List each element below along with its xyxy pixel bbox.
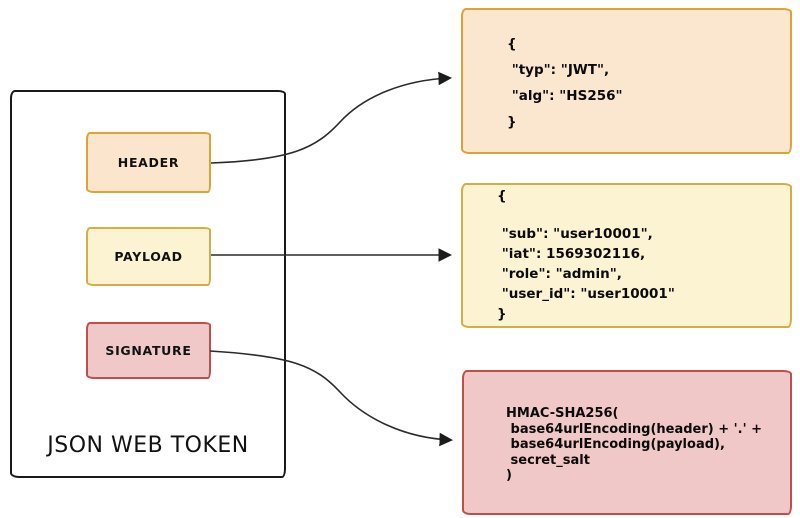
signature-code-line: secret_salt	[506, 452, 590, 468]
diagram-title: JSON WEB TOKEN	[47, 433, 249, 458]
header-code-box: { "typ": "JWT", "alg": "HS256" }	[461, 8, 792, 154]
signature-part-box: SIGNATURE	[86, 322, 211, 379]
payload-code-line: "iat": 1569302116,	[497, 246, 646, 262]
signature-code-line: HMAC-SHA256(	[506, 406, 619, 421]
header-code-line: {	[507, 36, 517, 52]
header-part-label: HEADER	[117, 155, 180, 170]
payload-code-line: "user_id": "user10001"	[497, 286, 675, 302]
header-part-box: HEADER	[86, 132, 211, 193]
header-code-line: "typ": "JWT",	[507, 62, 610, 78]
payload-code-line: "role": "admin",	[497, 266, 622, 282]
payload-part-box: PAYLOAD	[86, 227, 211, 286]
payload-part-label: PAYLOAD	[114, 249, 183, 264]
header-code-line: "alg": "HS256"	[507, 88, 623, 104]
payload-code-line: }	[497, 306, 507, 322]
payload-code-line: "sub": "user10001",	[497, 226, 653, 242]
signature-code-line: base64urlEncoding(header) + '.' +	[506, 421, 762, 437]
header-code-line: }	[507, 114, 517, 130]
payload-code-line: {	[497, 188, 507, 204]
signature-part-label: SIGNATURE	[105, 343, 192, 358]
signature-code-line: base64urlEncoding(payload),	[506, 437, 725, 452]
signature-code-line: )	[506, 468, 512, 483]
payload-code-box: { "sub": "user10001", "iat": 1569302116,…	[461, 183, 792, 328]
signature-code-box: HMAC-SHA256( base64urlEncoding(header) +…	[462, 370, 792, 515]
